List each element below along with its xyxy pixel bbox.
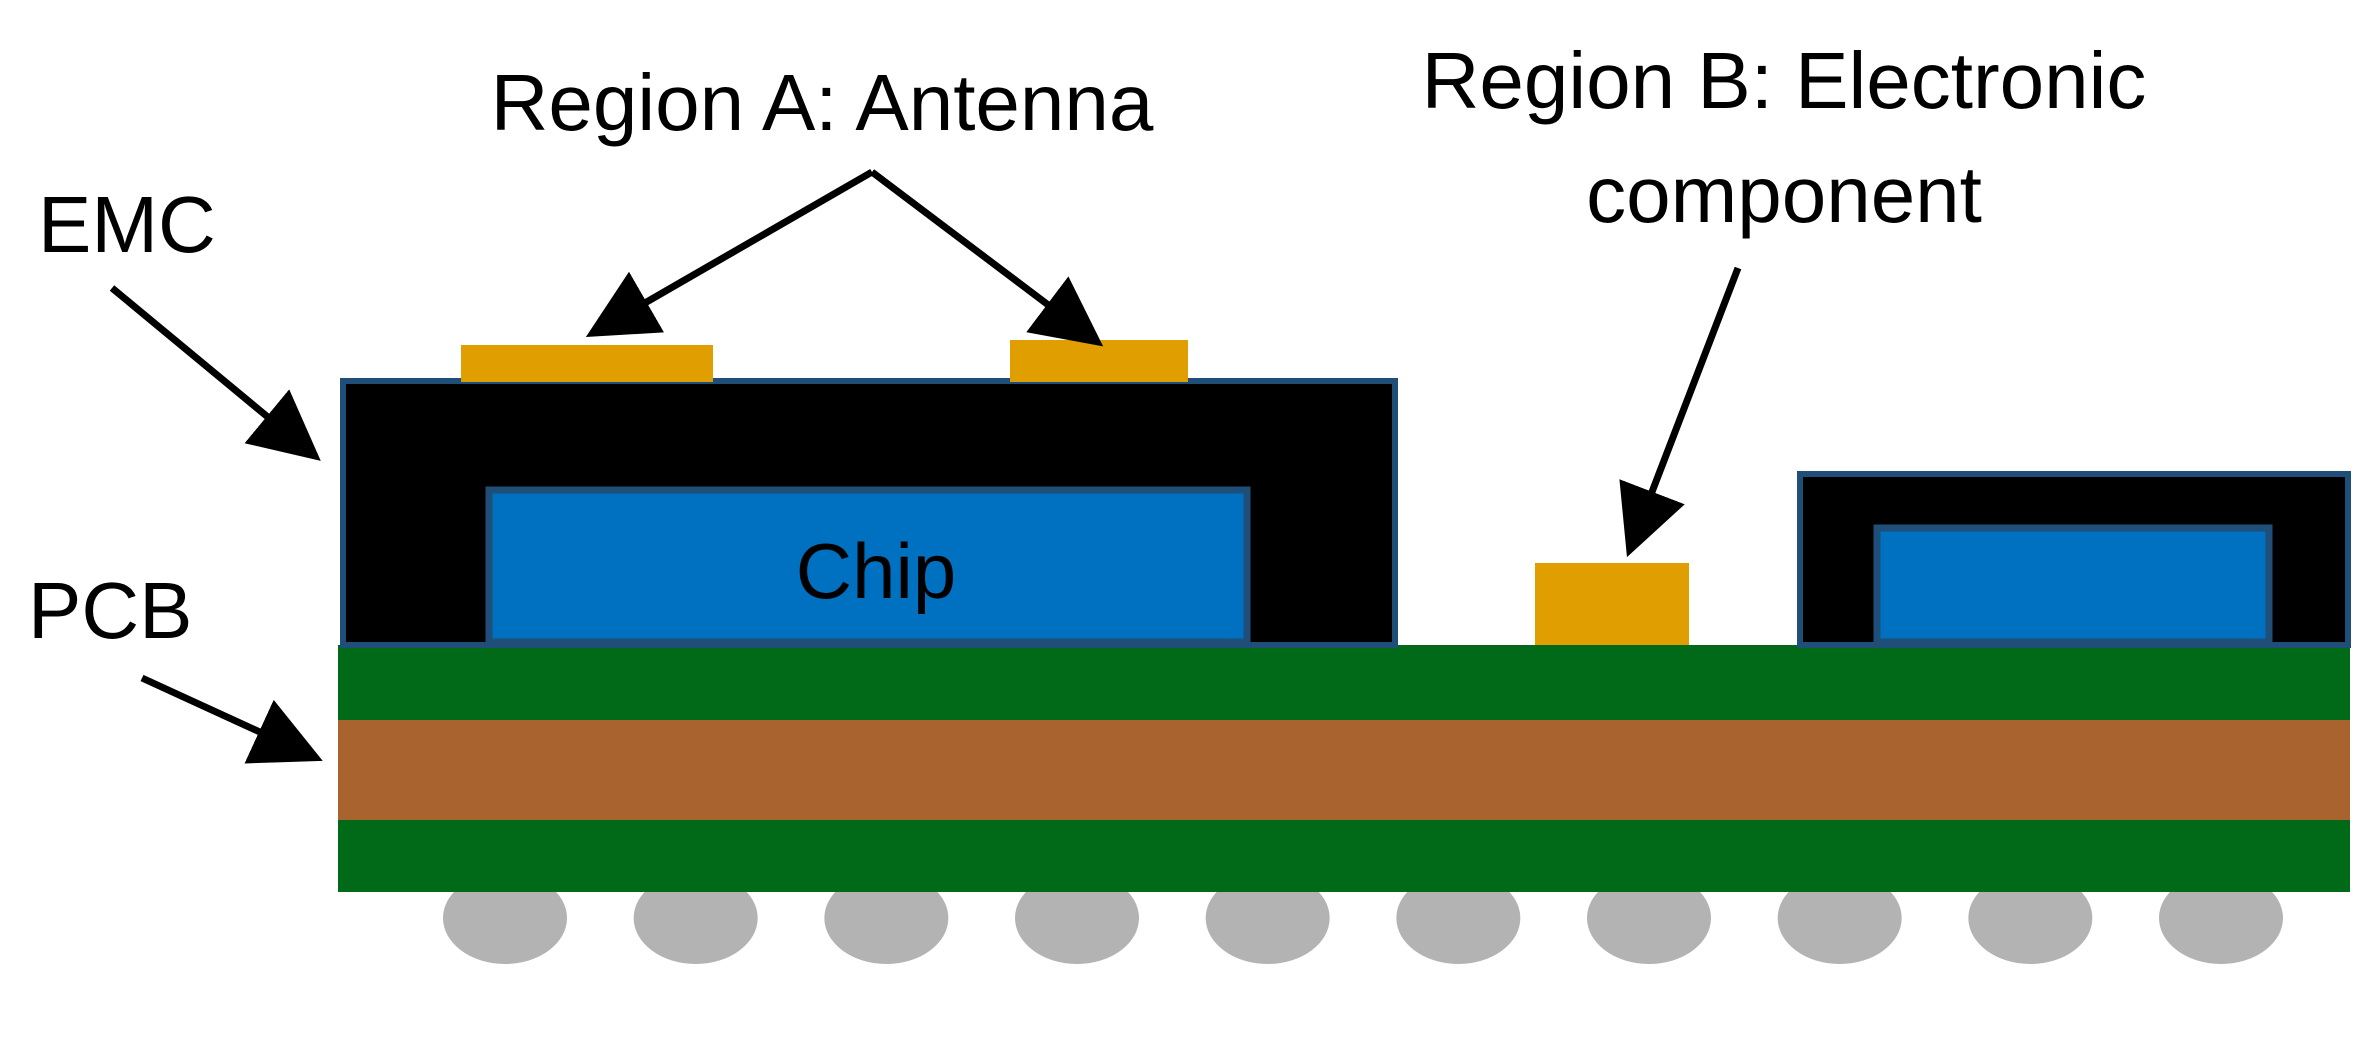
pcb bbox=[338, 645, 2350, 892]
solder-ball bbox=[1396, 872, 1521, 964]
region-b-label-line1: Region B: Electronic bbox=[1422, 36, 2147, 125]
region-b-label-line2: component bbox=[1586, 150, 1982, 239]
pcb-top-layer bbox=[338, 645, 2350, 720]
solder-balls bbox=[443, 872, 2283, 964]
region-b-arrow bbox=[1619, 266, 1742, 558]
arrows bbox=[109, 168, 1742, 764]
solder-ball bbox=[824, 872, 949, 964]
solder-ball bbox=[633, 872, 758, 964]
solder-ball bbox=[443, 872, 567, 964]
region-a-arrow-right bbox=[869, 169, 1104, 347]
solder-ball bbox=[2159, 872, 2283, 964]
solder-ball bbox=[1968, 872, 2093, 964]
chip-label: Chip bbox=[796, 527, 956, 615]
emc-arrow bbox=[109, 285, 321, 461]
solder-ball bbox=[1587, 872, 1711, 964]
solder-ball bbox=[1205, 872, 1330, 964]
chip bbox=[485, 486, 1251, 646]
antenna-left bbox=[461, 345, 713, 382]
emc-label: EMC bbox=[38, 180, 216, 269]
electronic-component bbox=[1535, 563, 1689, 645]
solder-ball bbox=[1777, 872, 1902, 964]
antenna-right bbox=[1010, 340, 1188, 382]
pcb-core-layer bbox=[338, 720, 2350, 820]
solder-ball bbox=[1015, 872, 1139, 964]
region-a-label: Region A: Antenna bbox=[491, 58, 1154, 147]
chip-secondary bbox=[1873, 524, 2273, 646]
pcb-label: PCB bbox=[28, 566, 193, 655]
pcb-bottom-layer bbox=[338, 820, 2350, 892]
pcb-arrow bbox=[140, 674, 323, 764]
region-a-arrow-left bbox=[585, 168, 874, 337]
